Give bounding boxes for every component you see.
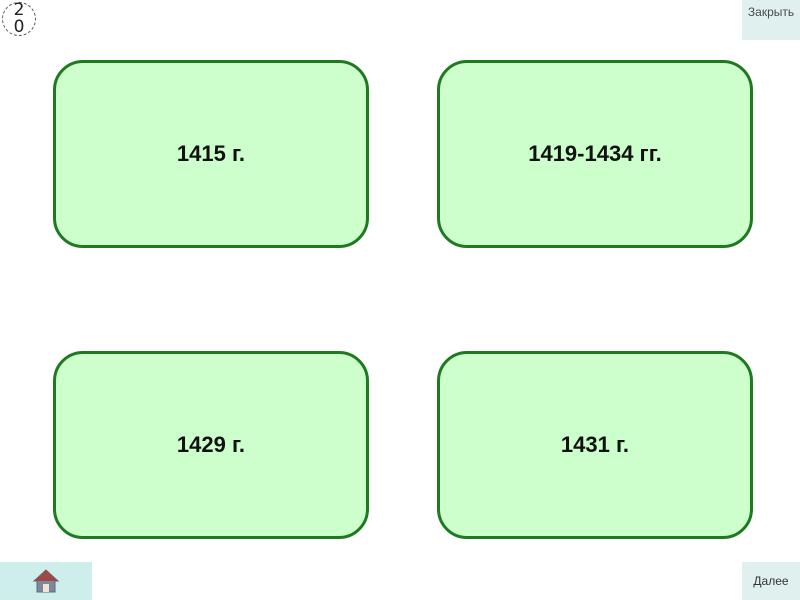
countdown-timer: 2 0	[2, 2, 36, 36]
close-button[interactable]: Закрыть	[742, 0, 800, 40]
answer-option-label: 1419-1434 гг.	[528, 141, 662, 166]
next-button[interactable]: Далее	[742, 562, 800, 600]
answer-option-label: 1415 г.	[176, 141, 246, 166]
home-button[interactable]	[0, 562, 92, 600]
answer-option-3[interactable]: 1429 г.	[53, 351, 369, 539]
home-icon	[33, 569, 59, 593]
answer-option-label: 1429 г.	[176, 432, 246, 457]
timer-digit-tens: 2	[13, 0, 25, 20]
answer-option-2[interactable]: 1419-1434 гг.	[437, 60, 753, 248]
answer-option-label: 1431 г.	[560, 432, 630, 457]
answer-option-1[interactable]: 1415 г.	[53, 60, 369, 248]
timer-digit-ones: 0	[13, 17, 25, 37]
answer-option-4[interactable]: 1431 г.	[437, 351, 753, 539]
